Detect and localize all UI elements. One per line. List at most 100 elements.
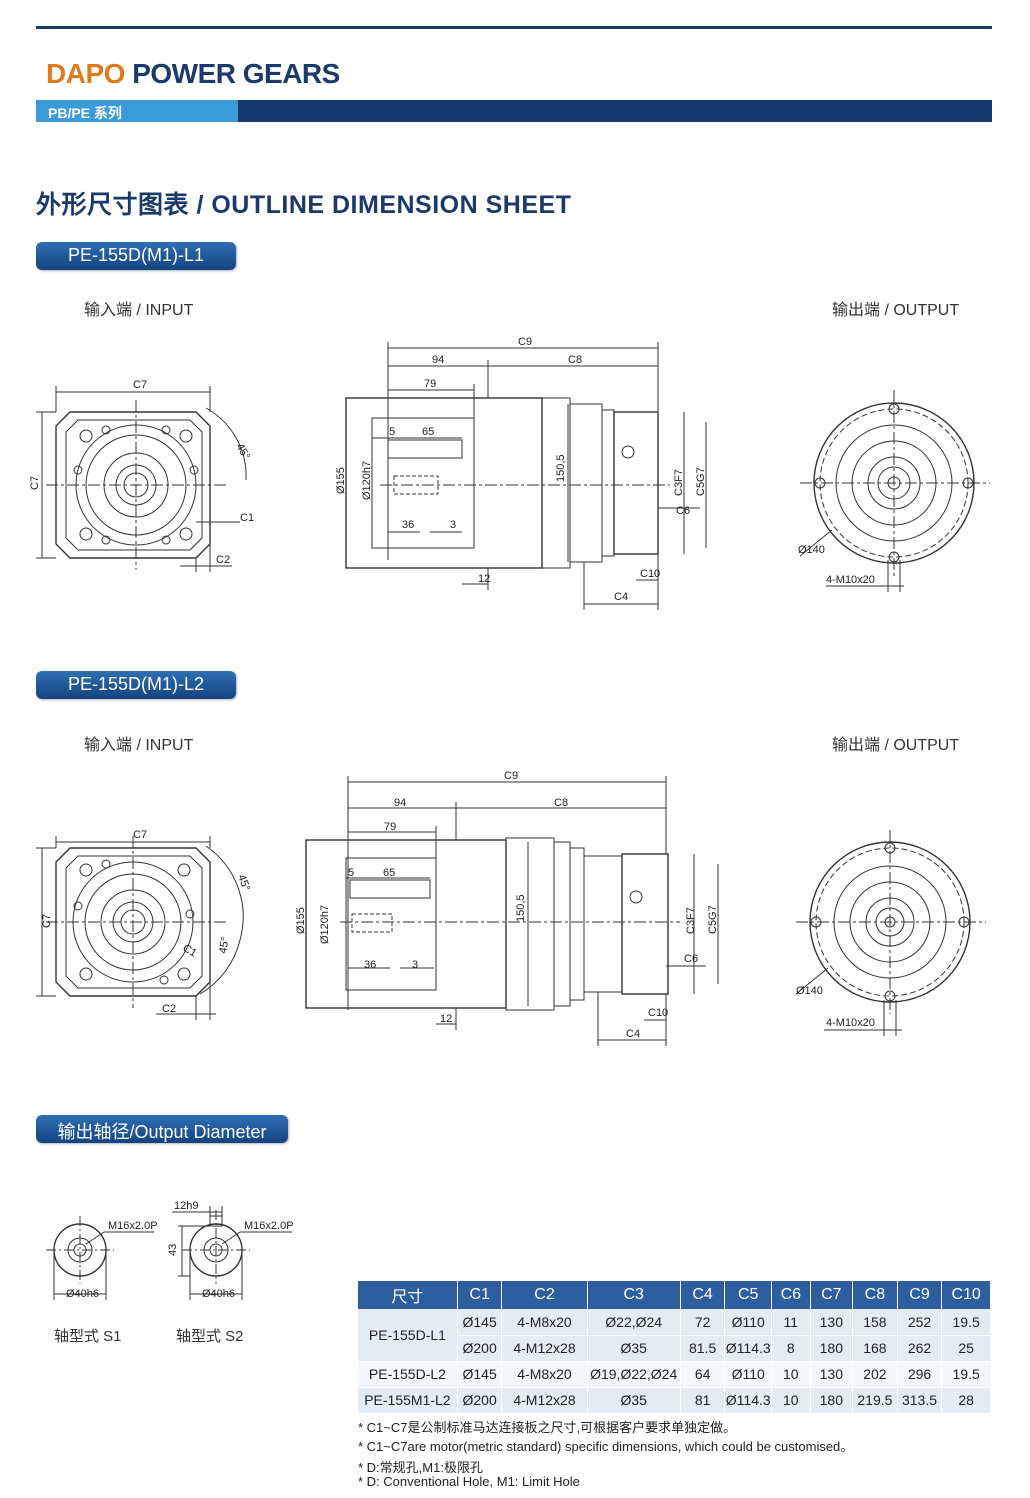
s2-dia: Ø40h6	[202, 1288, 235, 1300]
s1-dia: Ø40h6	[66, 1288, 99, 1300]
brand-part2: POWER GEARS	[132, 58, 340, 89]
dim-m10-l1: 4-M10x20	[826, 574, 875, 586]
dim-c5-l2: C5G7	[707, 905, 719, 934]
dim-c3-l2: C3F7	[685, 907, 697, 934]
table-cell: 219.5	[852, 1387, 898, 1414]
dim-65-l1: 65	[422, 426, 434, 438]
dim-c8-l2: C8	[554, 797, 568, 809]
dim-5-l2: 5	[348, 867, 354, 879]
col-header: 尺寸	[358, 1281, 458, 1309]
table-cell: 19.5	[941, 1361, 991, 1388]
table-cell: 4-M8x20	[501, 1361, 588, 1388]
table-cell: 11	[771, 1309, 811, 1336]
dim-5-l1: 5	[389, 426, 395, 438]
dim-m10-l2: 4-M10x20	[826, 1017, 875, 1029]
col-header: C5	[724, 1281, 773, 1309]
table-cell: Ø19,Ø22,Ø24	[587, 1361, 681, 1388]
note-2: * C1~C7are motor(metric standard) specif…	[358, 1439, 854, 1454]
dim-c7-h-l1: C7	[133, 379, 147, 391]
table-cell: 180	[810, 1387, 854, 1414]
table-cell: 130	[810, 1361, 854, 1388]
dim-c7-v-l1: C7	[29, 476, 41, 490]
shaft-s2	[172, 1206, 292, 1300]
table-cell: 4-M8x20	[501, 1309, 588, 1336]
col-header: C4	[680, 1281, 726, 1309]
s1-thread: M16x2.0P	[108, 1220, 158, 1232]
output-label-l1: 输出端 / OUTPUT	[832, 302, 960, 319]
dim-d140-l2: Ø140	[796, 985, 823, 997]
dim-angle2-l2: 45°	[217, 936, 232, 954]
table-cell: Ø114.3	[724, 1387, 773, 1414]
model-pill-l2: PE-155D(M1)-L2	[36, 671, 236, 699]
table-cell-model: PE-155D-L1	[358, 1309, 458, 1362]
output-diameter-pill: 输出轴径/Output Diameter	[36, 1115, 288, 1143]
dim-d120-l2: Ø120h7	[319, 905, 331, 944]
dim-c4-l2: C4	[626, 1028, 640, 1040]
col-header: C1	[457, 1281, 503, 1309]
input-label-l2: 输入端 / INPUT	[84, 737, 194, 754]
table-cell-model: PE-155D-L2	[358, 1361, 458, 1388]
table-cell: 202	[852, 1361, 898, 1388]
dim-c2-l1: C2	[216, 554, 230, 566]
s1-caption: 轴型式 S1	[54, 1328, 122, 1345]
table-cell: Ø145	[457, 1361, 503, 1388]
table-cell: Ø110	[724, 1309, 773, 1336]
dim-150-l1: 150,5	[555, 454, 567, 482]
col-header: C3	[587, 1281, 681, 1309]
table-cell: 4-M12x28	[501, 1387, 588, 1414]
input-label-l1: 输入端 / INPUT	[84, 302, 194, 319]
table-cell: 19.5	[941, 1309, 991, 1336]
dim-c9-l1: C9	[518, 336, 532, 348]
input-view-l2	[36, 836, 244, 1020]
col-header: C6	[771, 1281, 811, 1309]
top-rule	[36, 26, 992, 29]
table-cell: Ø22,Ø24	[587, 1309, 681, 1336]
table-cell: Ø110	[724, 1361, 773, 1388]
table-cell: 10	[771, 1387, 811, 1414]
note-1: * C1~C7是公制标准马达连接板之尺寸,可根据客户要求单独定做。	[358, 1420, 737, 1435]
table-cell: Ø114.3	[724, 1335, 773, 1362]
dim-36-l1: 36	[402, 519, 414, 531]
table-cell: 168	[852, 1335, 898, 1362]
dim-150-l2: 150,5	[515, 894, 527, 922]
dim-c3-l1: C3F7	[673, 469, 685, 496]
output-label-l2: 输出端 / OUTPUT	[832, 737, 960, 754]
table-cell: 130	[810, 1309, 854, 1336]
dim-d155-l2: Ø155	[295, 907, 307, 934]
dim-12-l1: 12	[478, 573, 490, 585]
dim-c10-l1: C10	[640, 568, 660, 580]
table-cell-model: PE-155M1-L2	[358, 1387, 458, 1414]
table-cell: 252	[897, 1309, 943, 1336]
shaft-s1	[46, 1216, 154, 1300]
table-cell: 64	[680, 1361, 726, 1388]
table-cell: Ø200	[457, 1387, 503, 1414]
table-cell: 158	[852, 1309, 898, 1336]
table-cell: 72	[680, 1309, 726, 1336]
table-cell: 25	[941, 1335, 991, 1362]
dim-c2-l2: C2	[162, 1003, 176, 1015]
dim-c10-l2: C10	[648, 1007, 668, 1019]
table-cell: 180	[810, 1335, 854, 1362]
dim-c5-l1: C5G7	[695, 467, 707, 496]
dim-d155-l1: Ø155	[335, 467, 347, 494]
table-cell: Ø145	[457, 1309, 503, 1336]
output-view-l1	[799, 390, 990, 592]
s2-height: 43	[167, 1244, 179, 1256]
dim-c7-v-l2: C7	[41, 914, 53, 928]
dim-c4-l1: C4	[614, 591, 628, 603]
col-header: C10	[941, 1281, 991, 1309]
col-header: C8	[852, 1281, 898, 1309]
s2-thread: M16x2.0P	[244, 1220, 294, 1232]
dim-79-l1: 79	[424, 378, 436, 390]
brand-part1: DAPO	[46, 58, 125, 89]
table-row: Ø200 4-M12x28 Ø35 81.5 Ø114.3 8 180 168 …	[358, 1335, 991, 1362]
dim-angle-l1: 45°	[233, 442, 252, 462]
table-cell: 28	[941, 1387, 991, 1414]
dim-c9-l2: C9	[504, 770, 518, 782]
dim-angle-l2: 45°	[235, 873, 252, 893]
table-cell: 296	[897, 1361, 943, 1388]
table-cell: Ø35	[587, 1335, 681, 1362]
dim-c7-h-l2: C7	[133, 829, 147, 841]
table-cell: 81.5	[680, 1335, 726, 1362]
